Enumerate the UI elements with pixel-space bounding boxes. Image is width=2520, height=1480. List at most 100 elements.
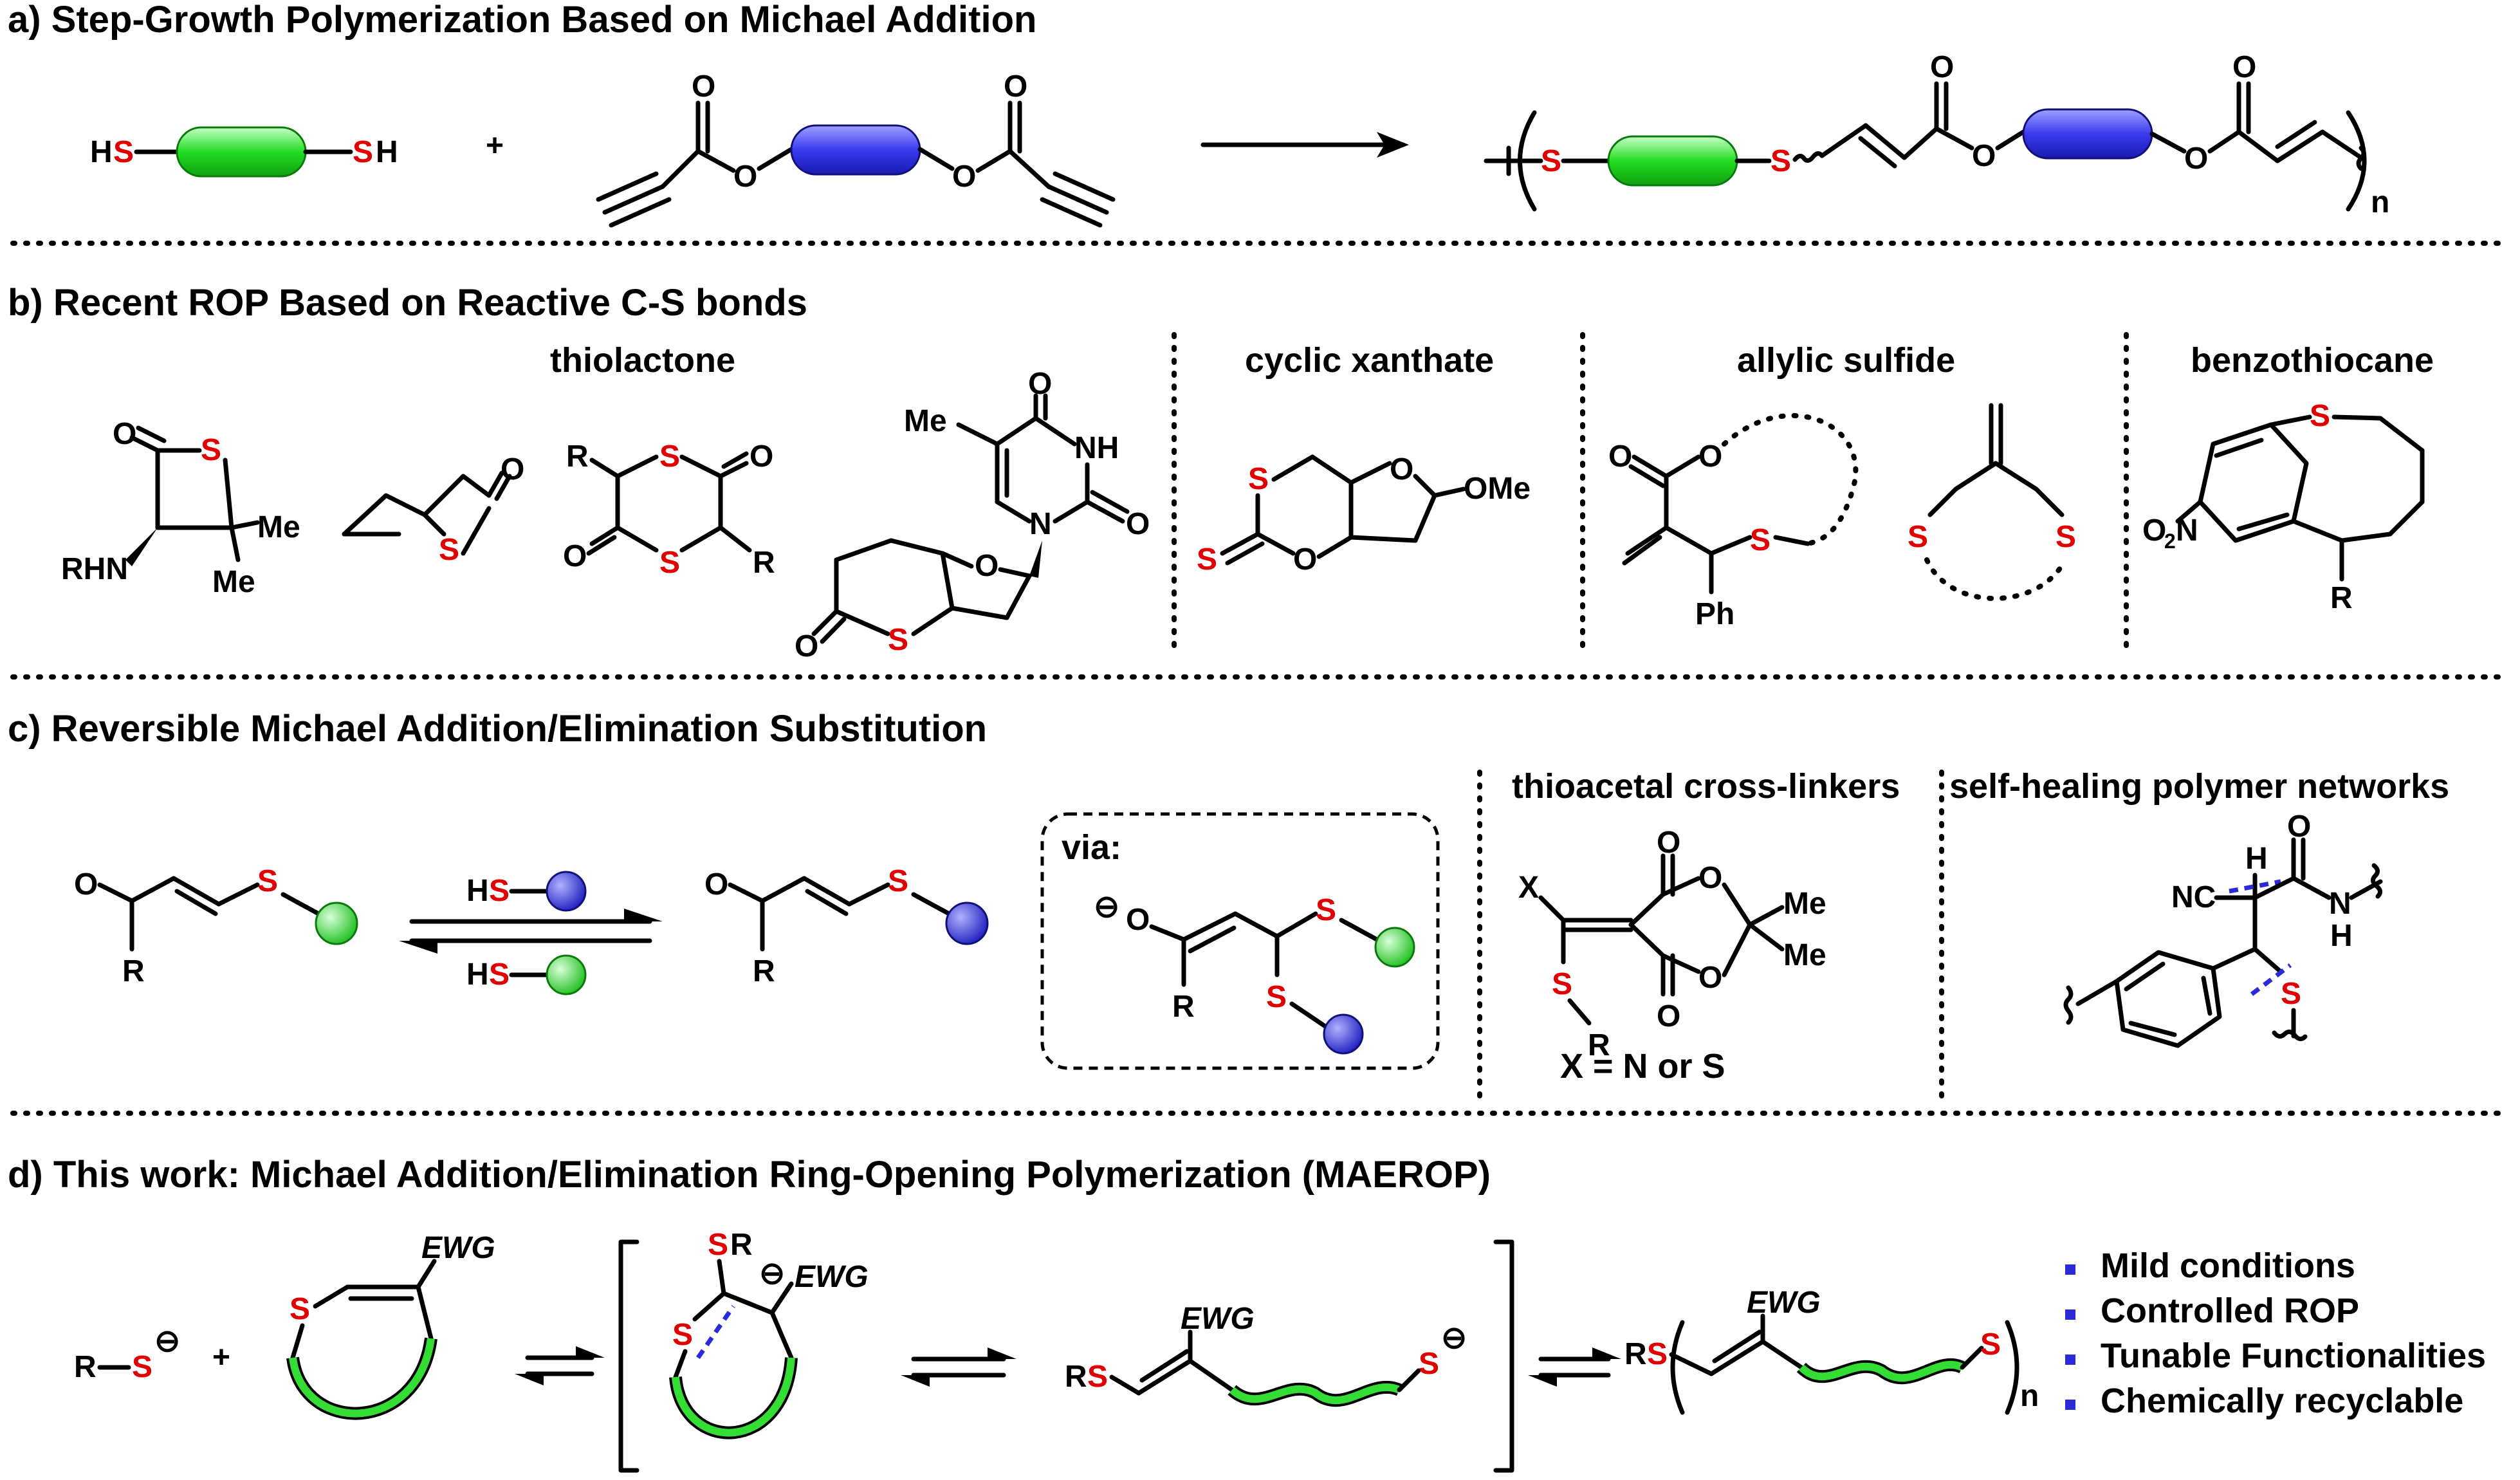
svg-text:N: N xyxy=(2329,887,2351,921)
svg-text:S: S xyxy=(708,1228,728,1262)
svg-text:S: S xyxy=(1419,1347,1439,1381)
svg-text:n: n xyxy=(2371,185,2389,219)
label-thiolactone: thiolactone xyxy=(550,341,735,380)
svg-text:S: S xyxy=(1770,144,1791,178)
svg-text:O: O xyxy=(1004,69,1027,104)
svg-text:O: O xyxy=(1698,861,1722,895)
svg-text:S: S xyxy=(353,135,373,169)
label-thioacetal: thioacetal cross-linkers xyxy=(1512,767,1900,806)
cyclic-xanthate: S S O O OMe xyxy=(1197,452,1531,577)
svg-text:O: O xyxy=(1293,542,1317,577)
allylic-sulfide-macrocycle: O O S Ph xyxy=(1608,412,1859,631)
svg-text:R: R xyxy=(1172,990,1195,1024)
svg-text:NC: NC xyxy=(2171,880,2216,914)
svg-text:O: O xyxy=(2184,142,2208,176)
svg-text:H: H xyxy=(466,874,489,908)
svg-text:via:: via: xyxy=(1062,828,1121,867)
svg-text:S: S xyxy=(888,623,908,657)
svg-text:n: n xyxy=(2020,1379,2039,1413)
svg-text:R: R xyxy=(122,954,145,988)
svg-text:2: 2 xyxy=(2164,530,2176,553)
svg-text:O: O xyxy=(113,417,136,451)
panel-d-title: d) This work: Michael Addition/Eliminati… xyxy=(8,1154,1491,1196)
svg-text:O: O xyxy=(795,629,818,663)
svg-text:O: O xyxy=(704,867,728,902)
bullet-2 xyxy=(2065,1309,2075,1320)
svg-text:S: S xyxy=(439,533,459,567)
svg-text:S: S xyxy=(659,439,680,474)
svg-text:Ph: Ph xyxy=(1695,597,1734,631)
bullet-3 xyxy=(2065,1355,2075,1365)
svg-text:O: O xyxy=(2142,513,2166,548)
green-spacer-block xyxy=(176,126,307,178)
svg-text:O: O xyxy=(1126,903,1150,937)
svg-text:H: H xyxy=(90,135,113,169)
svg-text:X: X xyxy=(1518,871,1539,905)
svg-text:N: N xyxy=(1029,507,1052,541)
svg-text:R: R xyxy=(1065,1360,1087,1394)
svg-text:S: S xyxy=(1908,520,1928,554)
svg-text:S: S xyxy=(1647,1337,1668,1371)
svg-text:O: O xyxy=(952,160,976,194)
dithiol-monomer: H S S H xyxy=(90,126,398,178)
svg-text:S: S xyxy=(2056,520,2076,554)
svg-text:R: R xyxy=(753,546,775,580)
svg-text:R: R xyxy=(2330,581,2353,615)
bicyclic-thiolactone: S O xyxy=(342,452,524,567)
feature-tunable: Tunable Functionalities xyxy=(2101,1337,2486,1375)
svg-text:S: S xyxy=(1248,462,1269,496)
enone-blue-thioether: O R S xyxy=(704,864,989,988)
svg-text:O: O xyxy=(501,452,524,486)
svg-text:Me: Me xyxy=(1783,887,1826,921)
svg-text:S: S xyxy=(1316,893,1336,927)
maerop-polymer: R S EWG S n xyxy=(1624,1286,2039,1415)
beta-thiolactone: O S Me Me RHN xyxy=(61,417,300,599)
svg-text:S: S xyxy=(1266,980,1287,1014)
svg-text:S: S xyxy=(888,864,908,898)
svg-text:EWG: EWG xyxy=(1747,1286,1821,1320)
green-block-product xyxy=(1607,135,1738,187)
svg-text:S: S xyxy=(2310,399,2330,433)
svg-text:O: O xyxy=(2232,50,2256,84)
svg-text:R: R xyxy=(1624,1337,1647,1371)
label-benzothiocane: benzothiocane xyxy=(2191,341,2434,380)
svg-text:O: O xyxy=(1657,999,1680,1033)
svg-text:O: O xyxy=(975,549,998,583)
svg-text:O: O xyxy=(750,439,773,474)
dipropiolate-monomer: O O O O xyxy=(596,69,1116,228)
svg-text:O: O xyxy=(1028,367,1052,401)
svg-text:O: O xyxy=(2287,809,2311,844)
svg-text:S: S xyxy=(672,1318,693,1352)
dithianedione: R S O O S R xyxy=(563,439,775,580)
enone-green-thioether: O R S xyxy=(74,864,358,988)
svg-text:O: O xyxy=(692,69,715,104)
svg-text:O: O xyxy=(1698,961,1722,995)
thiolate-initiator: R S ⊖ + xyxy=(74,1324,230,1384)
svg-text:S: S xyxy=(201,433,221,467)
polythioether-product: S S O O O O n xyxy=(1484,50,2389,219)
svg-text:R: R xyxy=(566,439,589,474)
svg-text:R: R xyxy=(730,1228,753,1262)
svg-text:EWG: EWG xyxy=(1181,1302,1255,1336)
benzothiocane: S R O 2 N xyxy=(2142,399,2425,615)
svg-text:S: S xyxy=(1552,967,1572,1001)
svg-text:O: O xyxy=(1126,507,1150,541)
equilibrium-arrow-2 xyxy=(901,1347,1016,1387)
via-intermediate-box: via: ⊖ O R S S xyxy=(1040,812,1440,1070)
svg-text:H: H xyxy=(376,135,398,169)
svg-text:O: O xyxy=(1930,50,1954,84)
equilibrium-arrow-3 xyxy=(1528,1347,1621,1387)
feature-mild-conditions: Mild conditions xyxy=(2101,1246,2355,1285)
feature-list: Mild conditions Controlled ROP Tunable F… xyxy=(2065,1246,2486,1420)
svg-text:⊖: ⊖ xyxy=(1094,890,1119,924)
svg-text:Me: Me xyxy=(212,565,255,599)
svg-text:RHN: RHN xyxy=(61,552,128,586)
svg-text:O: O xyxy=(1657,826,1680,860)
thioacetal-meldrums: X S R O O O O Me Me X = N or S xyxy=(1518,826,1826,1086)
svg-text:H: H xyxy=(466,957,489,992)
svg-text:⊖: ⊖ xyxy=(154,1324,180,1358)
svg-text:O: O xyxy=(1698,439,1722,474)
svg-text:Me: Me xyxy=(1783,938,1826,972)
svg-text:S: S xyxy=(257,864,278,898)
svg-text:S: S xyxy=(489,957,510,992)
